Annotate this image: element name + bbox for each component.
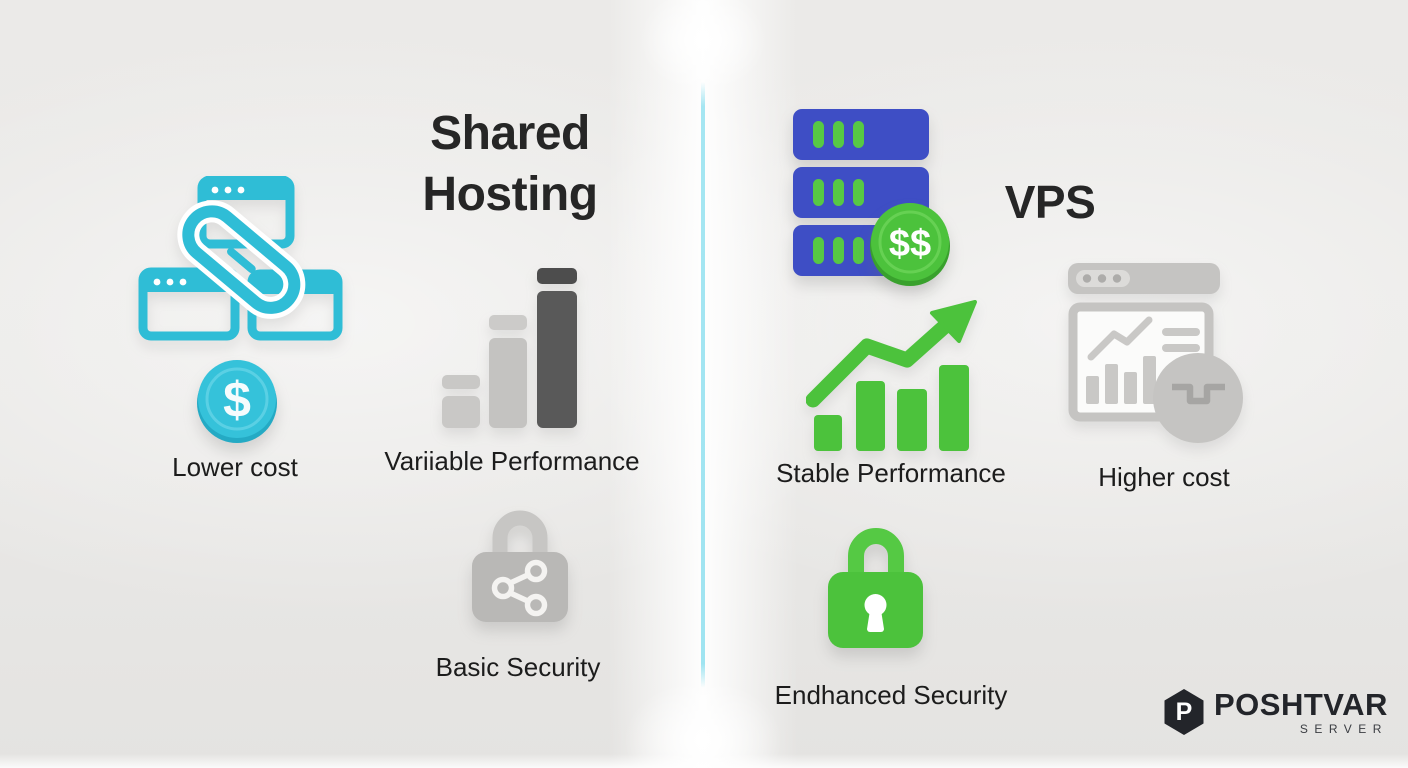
browser-stats-icon [1068, 263, 1243, 443]
double-dollar-symbol: $$ [889, 223, 931, 265]
linked-browsers-icon [138, 176, 343, 341]
lock-keyhole-icon [828, 528, 923, 648]
variable-bars-icon [442, 268, 577, 428]
brand-text: POSHTVAR SERVER [1214, 688, 1388, 736]
brand-name: POSHTVAR [1214, 687, 1388, 722]
variable-performance-label: Variiable Performance [384, 446, 640, 476]
stable-performance-label: Stable Performance [776, 458, 1006, 488]
brand-subtitle: SERVER [1299, 722, 1388, 736]
poshtvar-hexagon-icon: P [1164, 689, 1204, 735]
svg-text:P: P [1176, 698, 1193, 726]
dollar-symbol: $ [223, 372, 251, 428]
vps-title: VPS [1004, 176, 1096, 228]
growth-chart-icon [806, 300, 977, 451]
bottom-fade [0, 754, 1408, 768]
double-dollar-coin-icon: $$ [870, 203, 950, 286]
divider-line [701, 82, 705, 688]
lower-cost-label: Lower cost [172, 452, 298, 482]
higher-cost-label: Higher cost [1098, 462, 1230, 492]
enhanced-security-label: Endhanced Security [774, 680, 1008, 710]
shared-hosting-title-line1: Shared [430, 107, 590, 160]
shared-hosting-title: Shared Hosting [360, 103, 660, 225]
basic-security-label: Basic Security [435, 652, 601, 682]
shared-hosting-title-line2: Hosting [422, 168, 598, 221]
lock-share-icon [472, 510, 568, 622]
dollar-coin-icon: $ [197, 360, 277, 443]
brand-logo: P POSHTVAR SERVER [1163, 688, 1388, 736]
